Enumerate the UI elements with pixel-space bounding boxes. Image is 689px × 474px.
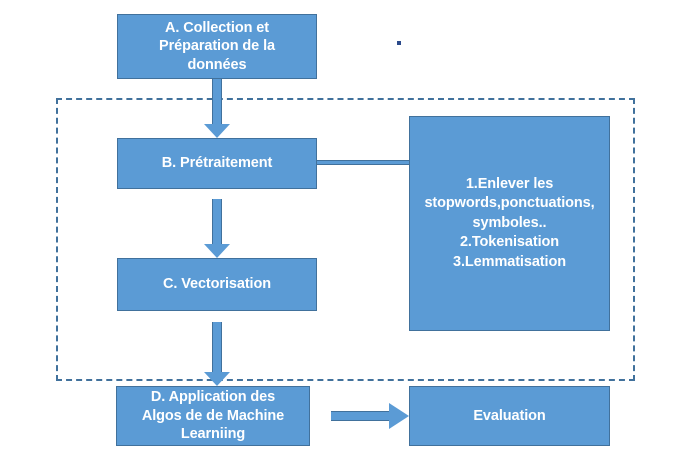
arrow-head [204,124,230,138]
node-detail-preprocessing-steps[interactable]: 1.Enlever les stopwords,ponctuations, sy… [409,116,610,331]
arrow-head [389,403,409,429]
connector-b-to-detail-line [317,160,409,165]
arrow-head [204,244,230,258]
node-a-label: A. Collection et Préparation de la donné… [159,19,275,73]
node-c-label: C. Vectorisation [163,276,271,293]
node-evaluation-label: Evaluation [473,407,546,424]
arrow-shaft [212,199,222,244]
node-b-pretraitement[interactable]: B. Prétraitement [117,138,317,189]
arrow-head [204,372,230,386]
node-c-vectorisation[interactable]: C. Vectorisation [117,258,317,311]
arrow-shaft [331,411,389,421]
arrow-d-to-evaluation-icon [331,403,409,429]
arrow-shaft [212,322,222,372]
stray-dot-artifact [397,41,401,45]
node-d-label: D. Application des Algos de de Machine L… [141,389,285,443]
arrow-b-to-c-icon [204,199,230,258]
node-d-application-algos-machine-learning[interactable]: D. Application des Algos de de Machine L… [116,386,310,446]
arrow-a-to-b-icon [204,79,230,138]
dashed-group-region [56,98,635,381]
arrow-c-to-d-icon [204,322,230,386]
node-a-collection-preparation[interactable]: A. Collection et Préparation de la donné… [117,14,317,79]
node-detail-label: 1.Enlever les stopwords,ponctuations, sy… [424,175,595,270]
arrow-shaft [212,79,222,124]
node-b-label: B. Prétraitement [161,155,273,172]
node-evaluation[interactable]: Evaluation [409,386,610,446]
